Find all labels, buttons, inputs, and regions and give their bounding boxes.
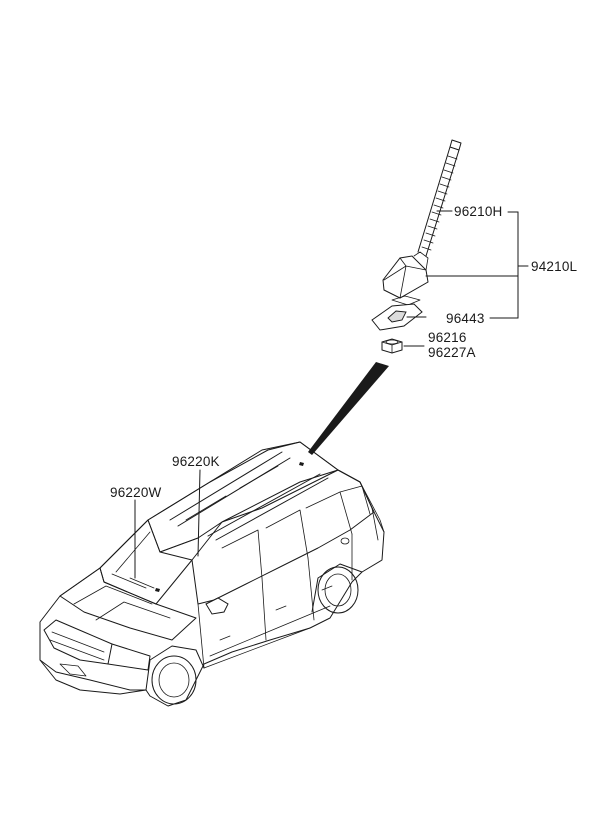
label-96220K: 96220K	[172, 454, 220, 469]
antenna-base	[382, 251, 429, 299]
label-94210L: 94210L	[531, 259, 578, 274]
antenna-rod	[417, 139, 462, 257]
mounting-gasket	[391, 295, 421, 306]
label-96210H: 96210H	[454, 204, 503, 219]
label-96227A: 96227A	[428, 345, 476, 360]
label-96443: 96443	[446, 311, 485, 326]
base-pad	[371, 303, 423, 331]
label-96220W: 96220W	[110, 485, 162, 500]
label-96216: 96216	[428, 330, 467, 345]
leader-lines	[134, 210, 529, 579]
fixing-nut	[381, 338, 403, 354]
vehicle-outline	[39, 441, 385, 707]
mount-pointer	[308, 362, 389, 455]
